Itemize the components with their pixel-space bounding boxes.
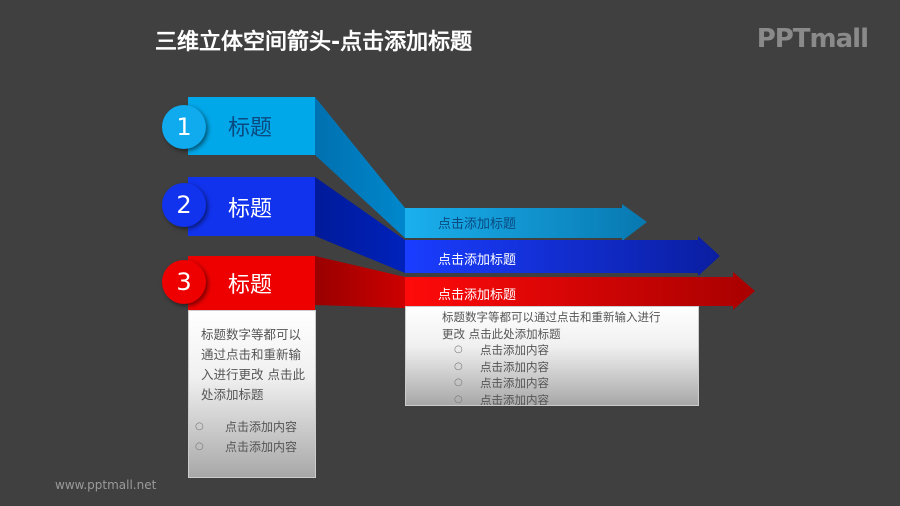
arrow-2-text[interactable]: 点击添加标题 bbox=[438, 253, 517, 268]
right-panel-text: 标题数字等都可以通过点击和重新输入进行更改 点击此处添加标题 bbox=[442, 310, 661, 341]
ribbon-3 bbox=[315, 256, 405, 308]
ribbon-1 bbox=[315, 97, 405, 238]
page-title: 三维立体空间箭头-点击添加标题 bbox=[155, 30, 473, 55]
number-badge-2: 2 bbox=[162, 183, 206, 227]
list-item: 点击添加内容 bbox=[480, 376, 549, 390]
item-3-box[interactable]: 标题 bbox=[188, 256, 315, 310]
item-2-label: 标题 bbox=[228, 196, 273, 222]
list-item: 点击添加内容 bbox=[480, 392, 549, 406]
arrow-1-text[interactable]: 点击添加标题 bbox=[438, 217, 517, 232]
bullet-icon: ○ bbox=[195, 421, 204, 432]
bullet-icon: ○ bbox=[454, 360, 463, 372]
arrow-1 bbox=[405, 204, 647, 241]
right-text-panel[interactable]: 标题数字等都可以通过点击和重新输入进行更改 点击此处添加标题 ○ 点击添加内容 ○… bbox=[405, 306, 699, 406]
item-1-box[interactable]: 标题 bbox=[188, 97, 315, 155]
list-item: 点击添加内容 bbox=[225, 440, 298, 454]
ribbon-2 bbox=[315, 177, 405, 273]
number-badge-1: 1 bbox=[162, 105, 206, 149]
bullet-icon: ○ bbox=[195, 441, 204, 452]
list-item: 点击添加内容 bbox=[480, 359, 549, 374]
item-1-label: 标题 bbox=[228, 116, 273, 141]
left-panel-text: 标题数字等都可以通过点击和重新输入进行更改 点击此处添加标题 bbox=[201, 327, 305, 402]
number-badge-3: 3 bbox=[162, 260, 206, 304]
logo: PPTmall bbox=[756, 24, 869, 54]
bullet-icon: ○ bbox=[454, 344, 463, 355]
list-item: 点击添加内容 bbox=[225, 420, 298, 434]
left-text-panel[interactable]: 标题数字等都可以通过点击和重新输入进行更改 点击此处添加标题 ○ 点击添加内容 ○… bbox=[188, 310, 316, 478]
bullet-icon: ○ bbox=[454, 377, 463, 388]
item-2-box[interactable]: 标题 bbox=[188, 177, 315, 236]
arrow-2 bbox=[405, 236, 720, 276]
bullet-icon: ○ bbox=[454, 393, 463, 405]
item-3-label: 标题 bbox=[228, 273, 273, 298]
arrow-3-text[interactable]: 点击添加标题 bbox=[438, 288, 517, 303]
list-item: 点击添加内容 bbox=[480, 343, 549, 357]
footer-url: www.pptmall.net bbox=[55, 478, 157, 492]
arrow-3 bbox=[405, 272, 755, 310]
